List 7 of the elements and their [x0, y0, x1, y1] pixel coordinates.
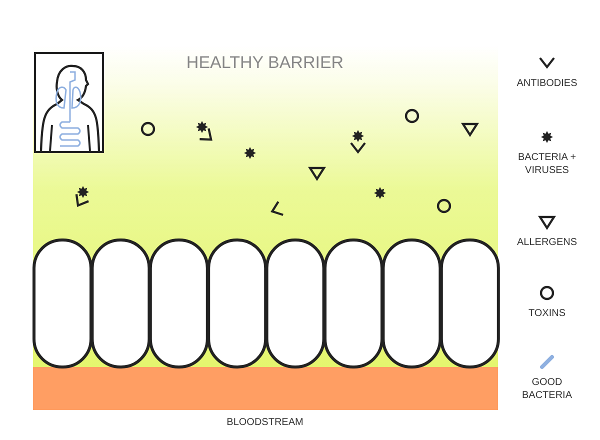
legend-label: BACTERIA + VIRUSES: [516, 151, 578, 177]
region-label: BLOODSTREAM: [226, 417, 304, 428]
diagram-title: HEALTHY BARRIER: [185, 53, 345, 73]
legend-label: ANTIBODIES: [516, 77, 578, 90]
legend-label: GOOD BACTERIA: [520, 376, 573, 402]
legend-label: ALLERGENS: [516, 236, 578, 249]
legend-label: TOXINS: [527, 307, 567, 320]
